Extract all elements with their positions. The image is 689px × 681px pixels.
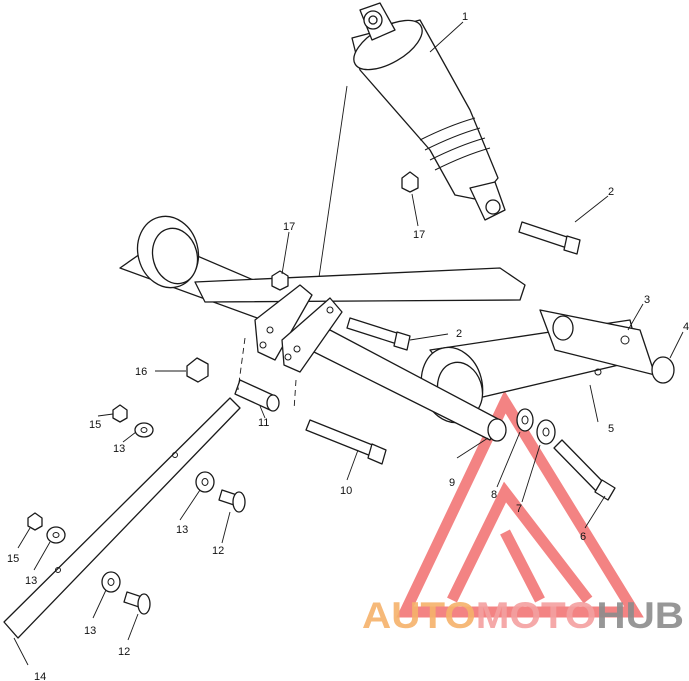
callout-7: 7 — [516, 503, 522, 515]
callout-12-upper: 12 — [212, 545, 224, 557]
swing-arm-frame — [119, 215, 675, 442]
callout-11: 11 — [258, 417, 269, 429]
callout-8: 8 — [491, 489, 497, 501]
callout-1: 1 — [462, 11, 468, 23]
callout-17-upper: 17 — [283, 221, 295, 233]
callout-12-lower: 12 — [118, 646, 130, 658]
leader-lines — [13, 21, 684, 666]
callout-10: 10 — [340, 485, 352, 497]
callout-15-lower: 15 — [7, 553, 19, 565]
callout-13-d: 13 — [84, 625, 96, 637]
watermark-triangle — [396, 390, 644, 618]
callout-15-upper: 15 — [89, 419, 101, 431]
callout-16: 16 — [135, 366, 147, 378]
shock-absorber — [351, 2, 506, 221]
callout-2-middle: 2 — [456, 328, 462, 340]
callout-2-upper: 2 — [608, 186, 614, 198]
callout-13-a: 13 — [113, 443, 125, 455]
callout-3: 3 — [644, 294, 650, 306]
callout-14: 14 — [34, 671, 46, 681]
callout-9: 9 — [449, 477, 455, 489]
callout-4: 4 — [683, 321, 689, 333]
watermark-part-hub: HUB — [596, 595, 684, 636]
watermark-part-moto: MOTO — [476, 595, 597, 636]
callout-labels: 1 2 2 3 4 5 6 7 8 9 10 11 12 12 13 13 13… — [7, 11, 689, 681]
hardware — [3, 171, 616, 639]
mounting-plates — [254, 284, 343, 373]
callout-13-c: 13 — [25, 575, 37, 587]
callout-5: 5 — [608, 423, 614, 435]
callout-13-b: 13 — [176, 524, 188, 536]
watermark-part-auto: AUTO — [362, 595, 476, 636]
callout-6: 6 — [580, 531, 586, 543]
callout-17-lower: 17 — [413, 229, 425, 241]
